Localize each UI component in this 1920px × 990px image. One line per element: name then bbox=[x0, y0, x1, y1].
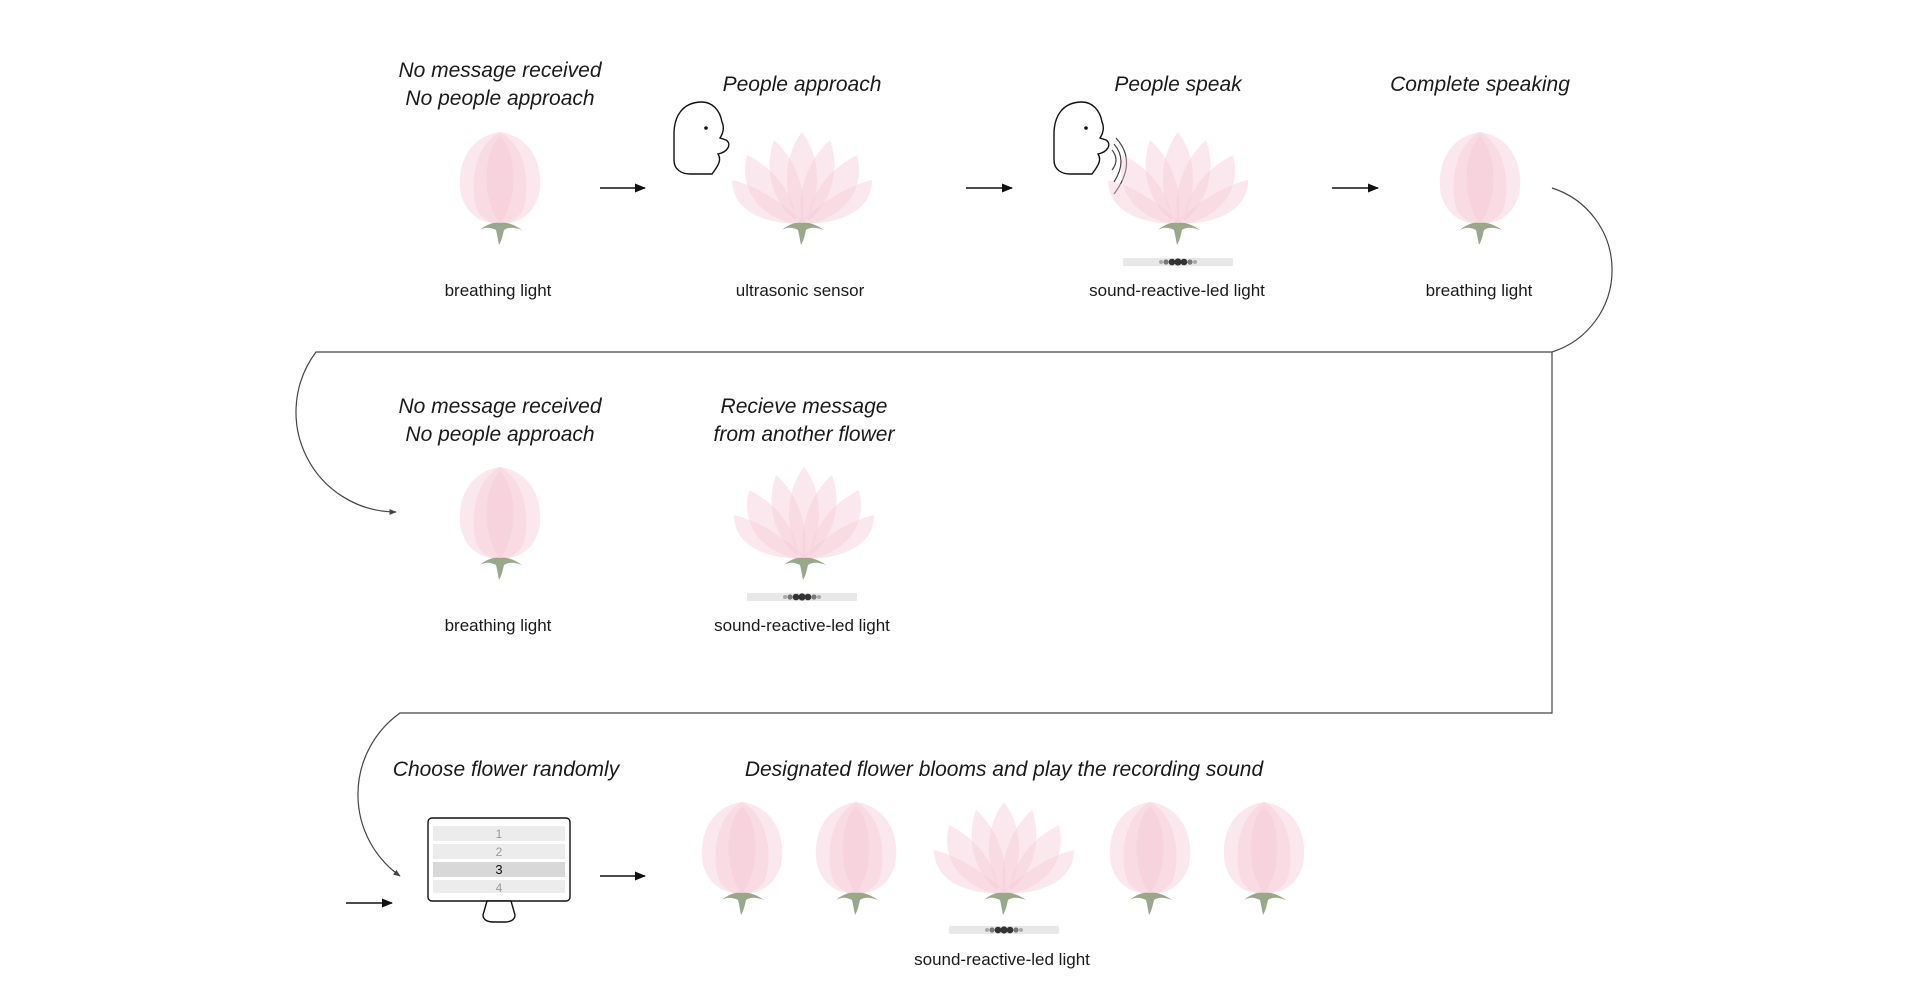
stage-title-line1: Recieve message bbox=[721, 395, 888, 418]
stage-caption: ultrasonic sensor bbox=[736, 281, 865, 300]
stage-title: Complete speaking bbox=[1390, 73, 1570, 96]
row3-bloom: Designated flower blooms and play the re… bbox=[701, 758, 1305, 969]
bloom-flower-icon bbox=[732, 132, 872, 245]
led-bar-icon bbox=[949, 926, 1059, 934]
row1-stage3: People speak sound-reactive-led light bbox=[1053, 73, 1265, 300]
stage-caption: breathing light bbox=[445, 616, 552, 635]
list-item: 2 bbox=[496, 845, 503, 859]
stage-caption: sound-reactive-led light bbox=[1089, 281, 1265, 300]
row1-stage2: People approach ultrasonic sensor bbox=[673, 73, 882, 300]
stage-caption: sound-reactive-led light bbox=[714, 616, 890, 635]
stage-title: People speak bbox=[1114, 73, 1243, 96]
bud-flower-icon bbox=[1223, 802, 1305, 915]
row2-stage2: Recieve message from another flower soun… bbox=[714, 395, 896, 635]
stage-caption: breathing light bbox=[445, 281, 552, 300]
bud-flower-icon bbox=[459, 467, 541, 580]
bud-flower-icon bbox=[701, 802, 783, 915]
led-bar-icon bbox=[747, 593, 857, 601]
stage-caption: breathing light bbox=[1426, 281, 1533, 300]
row2-stage1: No message received No people approach b… bbox=[398, 395, 602, 635]
stage-title: Choose flower randomly bbox=[393, 758, 621, 781]
stage-caption: sound-reactive-led light bbox=[914, 950, 1090, 969]
stage-title-line2: from another flower bbox=[714, 423, 896, 446]
flow-connectors bbox=[295, 187, 1613, 877]
row1-stage4: Complete speaking breathing light bbox=[1390, 73, 1570, 300]
connector-row1-to-row2 bbox=[295, 187, 1613, 515]
stage-title-line2: No people approach bbox=[405, 87, 594, 110]
person-speaking-icon bbox=[1053, 101, 1110, 175]
bloom-flower-icon bbox=[1108, 132, 1248, 245]
row3-choose: Choose flower randomly 1 2 3 4 bbox=[393, 758, 621, 923]
bud-flower-icon bbox=[1439, 132, 1521, 245]
person-head-icon bbox=[673, 101, 730, 175]
list-item: 1 bbox=[496, 827, 503, 841]
flow-arrows bbox=[346, 183, 1380, 908]
designated-bloom-flower-icon bbox=[934, 802, 1074, 915]
list-item: 4 bbox=[496, 881, 503, 895]
list-item-selected: 3 bbox=[495, 862, 502, 877]
connector-row2-to-row3 bbox=[357, 352, 1553, 877]
stage-title-line1: No message received bbox=[398, 395, 602, 418]
stage-title: Designated flower blooms and play the re… bbox=[745, 758, 1265, 781]
stage-title-line2: No people approach bbox=[405, 423, 594, 446]
monitor-icon bbox=[427, 817, 571, 923]
row1-stage1: No message received No people approach b… bbox=[398, 59, 602, 300]
bud-flower-icon bbox=[459, 132, 541, 245]
bloom-flower-icon bbox=[734, 467, 874, 580]
led-bar-icon bbox=[1123, 258, 1233, 266]
bud-flower-icon bbox=[1109, 802, 1191, 915]
stage-title: People approach bbox=[723, 73, 882, 96]
stage-title-line1: No message received bbox=[398, 59, 602, 82]
bud-flower-icon bbox=[815, 802, 897, 915]
